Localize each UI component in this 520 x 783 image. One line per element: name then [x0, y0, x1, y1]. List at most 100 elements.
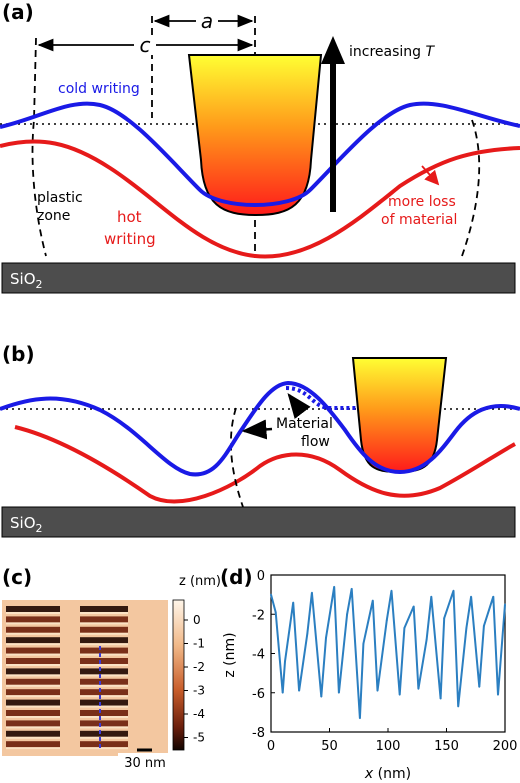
material-loss-label-2: of material — [381, 212, 457, 228]
hot-writing-label-1: hot — [117, 208, 142, 226]
groove-stripe — [80, 699, 128, 706]
ridge-stripe — [6, 632, 60, 635]
groove-stripe — [6, 658, 60, 664]
substrate-a — [1, 262, 516, 294]
groove-stripe — [6, 730, 60, 737]
data-point — [320, 695, 323, 698]
data-point — [333, 585, 336, 588]
groove-stripe — [6, 741, 60, 748]
data-point — [298, 689, 300, 692]
ridge-stripe — [80, 695, 128, 698]
ridge-stripe — [80, 612, 128, 614]
afm-groove-stripes — [6, 606, 128, 750]
plastic-zone-label-2: zone — [37, 208, 70, 224]
groove-stripe — [80, 658, 128, 664]
data-point — [292, 601, 295, 604]
groove-stripe — [80, 741, 128, 748]
groove-stripe — [80, 710, 128, 716]
groove-stripe — [6, 626, 60, 633]
panel-d-label: (d) — [220, 565, 253, 589]
data-point — [457, 705, 460, 708]
afm-tip-a — [187, 54, 323, 217]
data-point — [270, 593, 272, 596]
ridge-stripe — [6, 747, 60, 750]
groove-stripe — [80, 678, 128, 685]
groove-stripe — [6, 720, 60, 727]
ridge-stripe — [80, 747, 128, 750]
ridge-stripe — [6, 684, 60, 687]
panel-a-label: (a) — [2, 0, 34, 24]
y-tick-label: -6 — [252, 687, 265, 702]
hot-writing-profile-b — [14, 425, 516, 504]
flow-arrow-up — [287, 393, 311, 419]
y-axis-label: z (nm) — [222, 632, 238, 677]
material-loss-label-1: more loss — [388, 194, 456, 210]
colorbar-tick-label: 0 — [193, 613, 201, 627]
ridge-stripe — [80, 716, 128, 718]
groove-stripe — [80, 689, 128, 696]
data-point — [403, 627, 406, 629]
y-tick-label: -4 — [252, 648, 265, 663]
ridge-stripe — [80, 736, 128, 739]
ridge-stripe — [6, 622, 60, 625]
colorbar-tick-label: -1 — [193, 637, 205, 651]
data-point — [504, 603, 506, 606]
data-point — [284, 660, 286, 663]
groove-stripe — [6, 689, 60, 696]
data-point — [311, 591, 313, 594]
groove-stripe — [6, 668, 60, 675]
data-point — [359, 717, 361, 720]
dim-a-label: a — [201, 9, 213, 33]
groove-stripe — [6, 647, 60, 654]
data-point — [497, 693, 499, 696]
colorbar-tick-label: -2 — [193, 660, 205, 674]
substrate-b-label: SiO2 — [10, 514, 43, 535]
ridge-stripe — [80, 622, 128, 625]
data-point — [470, 595, 472, 598]
plastic-zone-left — [31, 37, 47, 257]
data-point — [439, 697, 442, 700]
ridge-stripe — [6, 653, 60, 656]
ridge-stripe — [6, 695, 60, 698]
data-point — [281, 691, 284, 694]
scale-bar-label: 30 nm — [124, 756, 166, 771]
data-point — [478, 685, 481, 688]
data-point — [337, 691, 340, 694]
groove-stripe — [80, 668, 128, 675]
ridge-stripe — [6, 716, 60, 718]
data-point — [417, 687, 420, 690]
increasing-t-arrowhead — [321, 36, 345, 64]
plastic-zone-label-1: plastic — [37, 190, 83, 206]
groove-stripe — [6, 699, 60, 706]
groove-stripe — [80, 730, 128, 737]
groove-stripe — [80, 720, 128, 727]
afm-image — [2, 600, 168, 756]
ridge-stripe — [80, 726, 128, 729]
data-point — [412, 605, 415, 608]
groove-stripe — [6, 710, 60, 716]
data-point — [430, 595, 433, 598]
ridge-stripe — [6, 612, 60, 614]
ridge-stripe — [6, 736, 60, 739]
plastic-zone-b — [230, 407, 244, 508]
plastic-zone-right — [461, 119, 481, 257]
material-flow-label-2: flow — [301, 434, 330, 450]
ridge-stripe — [80, 705, 128, 708]
material-flow-label-1: Material — [276, 416, 333, 432]
hot-writing-profile — [0, 139, 520, 259]
profile-series-points — [270, 585, 506, 720]
data-point — [325, 636, 327, 639]
dim-c-label: c — [140, 33, 151, 57]
data-point — [390, 589, 393, 592]
data-point — [346, 613, 348, 616]
x-tick-label: 150 — [434, 739, 459, 754]
groove-stripe — [80, 637, 128, 644]
colorbar-tick-label: -5 — [193, 731, 205, 745]
groove-stripe — [6, 606, 60, 612]
groove-stripe — [80, 647, 128, 654]
y-tick-label: -8 — [252, 726, 265, 741]
x-tick-label: 200 — [493, 739, 518, 754]
